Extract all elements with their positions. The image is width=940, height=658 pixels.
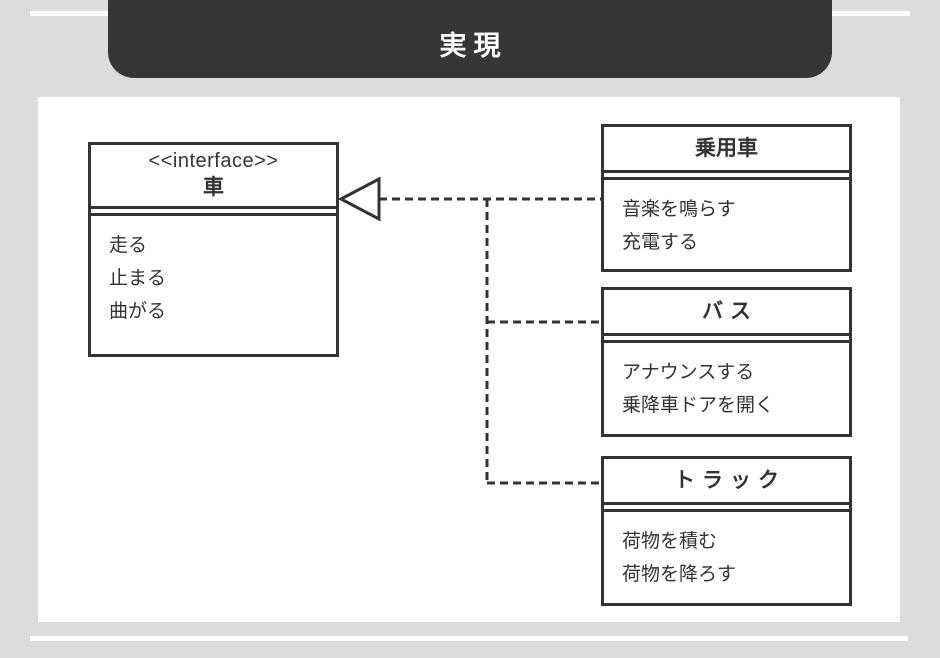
page-title: 実現 [439,31,508,61]
interface-operation: 曲がる [109,301,167,322]
interface-stereotype: <<interface>> [148,150,279,173]
hollow-triangle-arrowhead [337,176,381,222]
class-operation: アナウンスする [622,362,755,383]
class-header-bus: バス [604,290,849,336]
interface-compartment-divider [91,209,336,216]
class-operation: 音楽を鳴らす [622,199,736,220]
class-name-car: 乗用車 [695,136,758,160]
class-header-truck: トラック [604,459,849,505]
class-operations-bus: アナウンスする 乗降車ドアを開く [604,343,849,436]
class-compartment-divider [604,173,849,180]
class-operations-truck: 荷物を積む 荷物を降ろす [604,512,849,605]
class-name-bus: バス [702,299,758,323]
uml-class-box-truck[interactable]: トラック 荷物を積む 荷物を降ろす [601,456,852,606]
interface-operation: 走る [109,235,148,256]
interface-header: <<interface>> 車 [91,145,336,209]
class-operations-car: 音楽を鳴らす 充電する [604,180,849,273]
class-header-car: 乗用車 [604,127,849,173]
class-compartment-divider [604,505,849,512]
bottom-divider-rule [30,636,908,641]
class-compartment-divider [604,336,849,343]
interface-name: 車 [203,176,224,200]
class-operation: 荷物を積む [622,531,718,552]
class-name-truck: トラック [674,468,786,492]
uml-class-box-car[interactable]: 乗用車 音楽を鳴らす 充電する [601,124,852,272]
title-banner: 実現 [108,0,832,78]
class-operation: 乗降車ドアを開く [622,395,775,416]
interface-operation: 止まる [109,268,167,289]
uml-class-box-bus[interactable]: バス アナウンスする 乗降車ドアを開く [601,287,852,437]
diagram-panel: <<interface>> 車 走る 止まる 曲がる 乗用車 音楽を鳴らす 充電… [38,97,900,622]
uml-interface-box[interactable]: <<interface>> 車 走る 止まる 曲がる [88,142,339,357]
class-operation: 充電する [622,232,699,253]
class-operation: 荷物を降ろす [622,564,737,585]
interface-operations: 走る 止まる 曲がる [91,216,336,348]
